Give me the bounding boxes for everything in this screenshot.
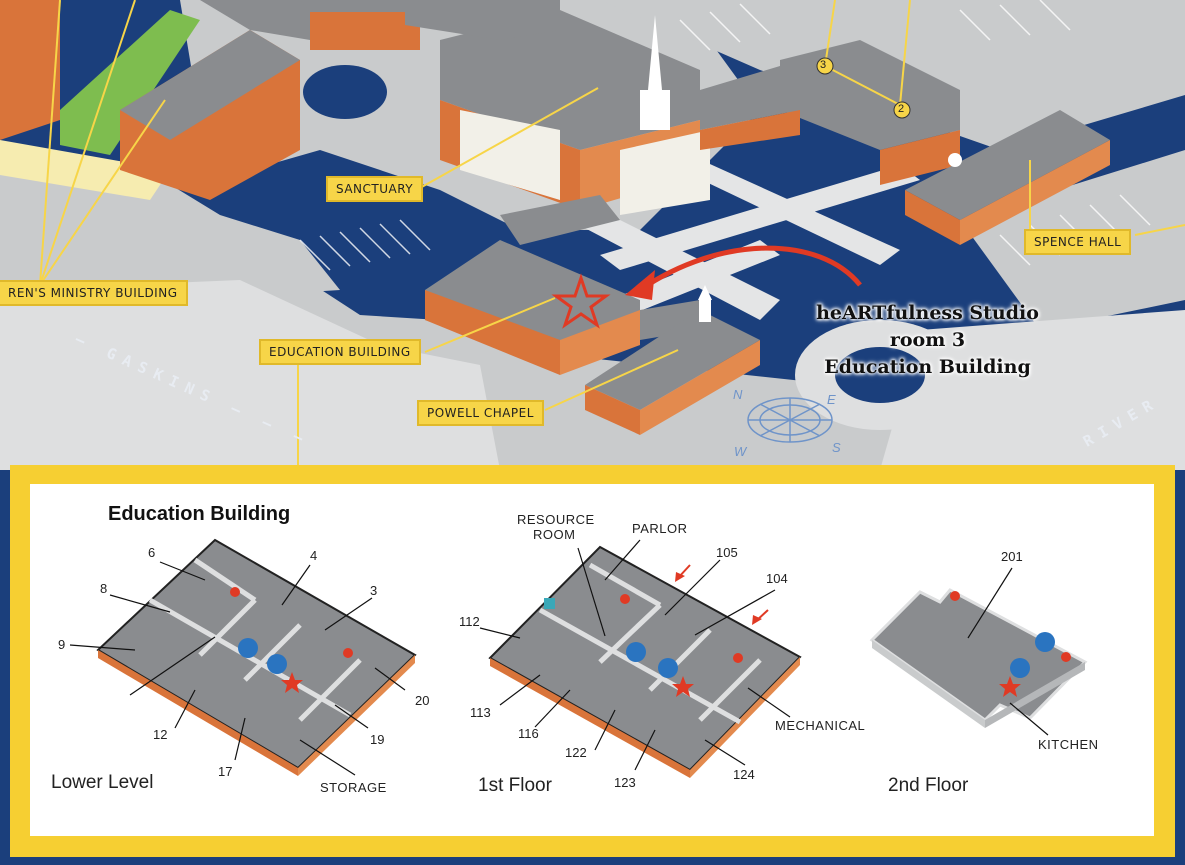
- floor-plans-title: Education Building: [108, 503, 291, 525]
- room-105: 105: [716, 545, 738, 560]
- powell-chapel-building: [585, 285, 760, 435]
- location-star: [551, 273, 611, 329]
- room-parlor: PARLOR: [632, 521, 688, 536]
- room-20: 20: [415, 693, 430, 708]
- first-floor-plan: [488, 545, 802, 778]
- room-17: 17: [218, 764, 233, 779]
- pin-3: 3: [820, 59, 827, 71]
- room-resource-line1: RESOURCE: [517, 512, 595, 527]
- room-124: 124: [733, 767, 755, 782]
- studio-callout: heARTfulness Studio room 3 Education Bui…: [800, 300, 1055, 381]
- lower-level-label: Lower Level: [51, 772, 154, 793]
- spence-hall-building: [905, 110, 1110, 245]
- plaza: [0, 140, 170, 200]
- compass-s: S: [832, 440, 841, 455]
- compass-e: E: [827, 392, 836, 407]
- label-education-building: EDUCATION BUILDING: [259, 339, 421, 365]
- room-12: 12: [153, 727, 168, 742]
- room-112: 112: [459, 614, 480, 629]
- compass-n: N: [733, 387, 743, 402]
- room-3: 3: [370, 583, 378, 598]
- room-mechanical: MECHANICAL: [775, 718, 866, 733]
- roundabout-pond: [835, 347, 925, 403]
- room-9: 9: [58, 637, 66, 652]
- compass-w: W: [734, 444, 747, 459]
- label-spence-hall: SPENCE HALL: [1024, 229, 1132, 255]
- leader-lines: [39, 0, 1185, 495]
- pin-2: 2: [898, 103, 905, 115]
- room-storage: STORAGE: [320, 780, 387, 795]
- second-floor-label: 2nd Floor: [888, 775, 969, 796]
- lower-level-plan: [96, 538, 417, 776]
- room-8: 8: [100, 581, 108, 596]
- roundabout-pool: [303, 65, 387, 119]
- top-center-buildings: [300, 0, 560, 50]
- callout-line-1: heARTfulness Studio: [816, 302, 1039, 324]
- callout-line-3: Education Building: [824, 356, 1031, 378]
- room-19: 19: [370, 732, 385, 747]
- room-113: 113: [470, 705, 491, 720]
- callout-line-2: room 3: [889, 329, 966, 351]
- room-leader-lines: [69, 539, 1049, 776]
- label-powell-chapel: POWELL CHAPEL: [417, 400, 544, 426]
- room-201: 201: [1001, 549, 1023, 564]
- room-resource-line2: ROOM: [533, 527, 576, 542]
- sanctuary-building: [440, 10, 710, 215]
- room-122: 122: [565, 745, 587, 760]
- first-floor-label: 1st Floor: [478, 775, 552, 796]
- map-pins: [816, 57, 911, 119]
- room-6: 6: [148, 545, 156, 560]
- room-kitchen: KITCHEN: [1038, 737, 1099, 752]
- second-floor-plan: [869, 588, 1088, 728]
- location-arrow-head: [625, 270, 655, 300]
- room-104: 104: [766, 571, 788, 586]
- label-childrens-ministry: REN'S MINISTRY BUILDING: [0, 280, 188, 306]
- location-arrow: [638, 245, 862, 293]
- compass-rose: [747, 397, 833, 443]
- label-sanctuary: SANCTUARY: [326, 176, 424, 202]
- room-4: 4: [310, 548, 318, 563]
- childrens-ministry-building: [0, 0, 310, 200]
- room-123: 123: [614, 775, 636, 790]
- room-116: 116: [518, 726, 539, 741]
